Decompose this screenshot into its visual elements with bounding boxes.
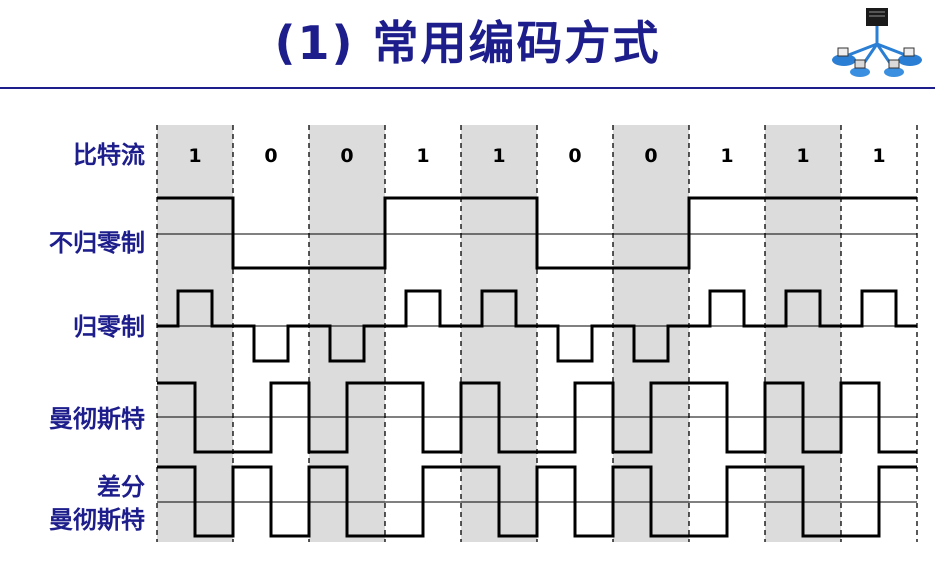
bit-value: 0 [568,145,581,167]
bit-value: 1 [492,145,505,167]
bit-value: 1 [188,145,201,167]
bit-value: 1 [720,145,733,167]
bit-value: 1 [416,145,429,167]
bit-value: 0 [264,145,277,167]
bit-value: 0 [340,145,353,167]
differential-manchester-signal [157,467,917,536]
bit-value: 1 [796,145,809,167]
bit-value: 0 [644,145,657,167]
bit-value: 1 [872,145,885,167]
